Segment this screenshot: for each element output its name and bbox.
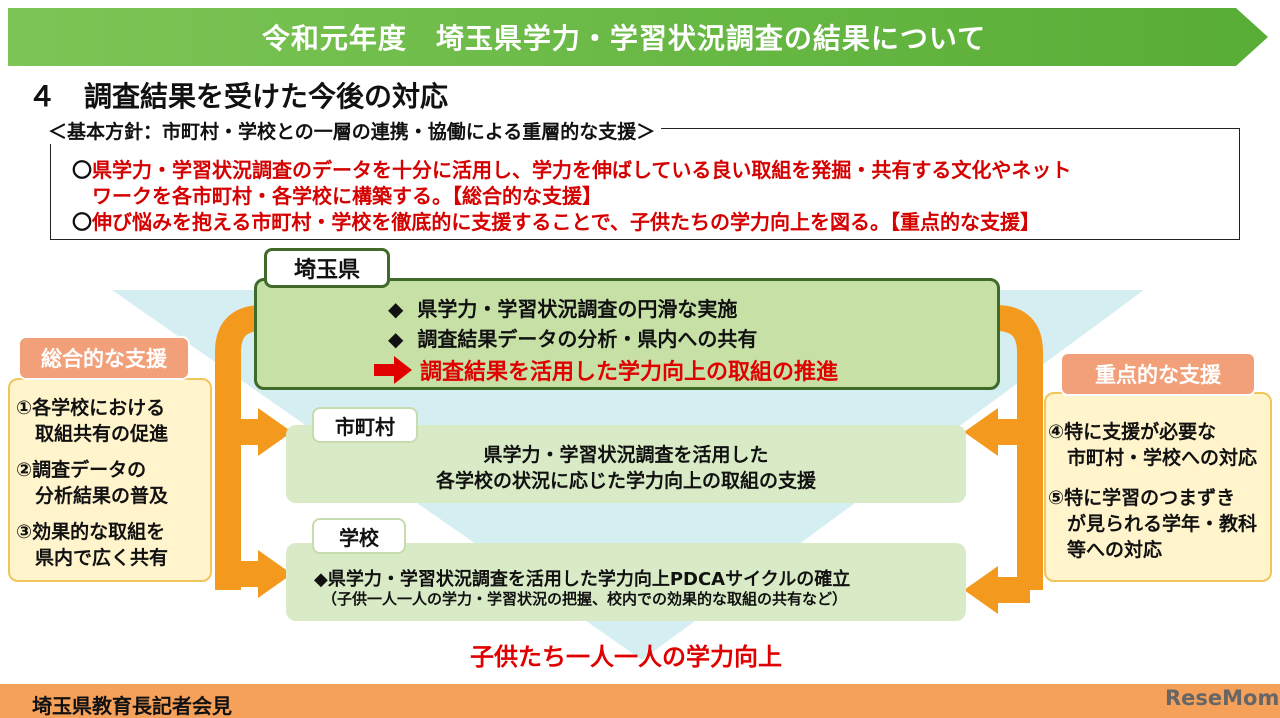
municipality-line-1: 県学力・学習状況調査を活用した [483, 444, 769, 466]
policy-text-2: ワークを各市町村・各学校に構築する。 [92, 184, 452, 208]
right-panel [1044, 392, 1272, 582]
left-item-1: ①各学校における [16, 397, 166, 419]
school-line-2: （子供一人一人の学力・学習状況の把握、校内での効果的な取組の共有など） [322, 590, 848, 608]
municipality-line-2: 各学校の状況に応じた学力向上の取組の支援 [435, 470, 816, 492]
prefecture-item-1-text: 県学力・学習状況調査の円滑な実施 [417, 297, 738, 321]
right-item-5: ⑤特に学習のつまずき [1048, 487, 1236, 509]
left-item-3b: 県内で広く共有 [16, 547, 169, 569]
footer-text: 埼玉県教育長記者会見 [32, 694, 232, 718]
policy-line-3: 〇伸び悩みを抱える市町村・学校を徹底的に支援することで、子供たちの学力向上を図る… [72, 206, 1040, 235]
footer-bar [0, 684, 1280, 718]
policy-heading: ＜基本方針：市町村・学校との一層の連携・協働による重層的な支援＞ [48, 117, 662, 144]
right-arrow-icon [374, 356, 412, 384]
policy-line-2: ワークを各市町村・各学校に構築する。【総合的な支援】 [92, 180, 602, 209]
goal-text: 子供たち一人一人の学力向上 [470, 643, 782, 671]
section-title: ４ 調査結果を受けた今後の対応 [28, 80, 449, 113]
school-box [286, 543, 966, 621]
policy-bullet: 〇 [72, 158, 92, 182]
right-panel-label: 重点的な支援 [1060, 352, 1256, 396]
left-item-3: ③効果的な取組を [16, 521, 166, 543]
policy-bullet: 〇 [72, 210, 92, 234]
left-item-2b: 分析結果の普及 [16, 485, 169, 507]
prefecture-highlight: 調査結果を活用した学力向上の取組の推進 [420, 360, 839, 385]
left-panel [8, 378, 212, 582]
prefecture-item-2-text: 調査結果データの分析・県内への共有 [417, 327, 758, 351]
prefecture-item-2: ◆ 調査結果データの分析・県内への共有 [388, 323, 757, 352]
right-item-5b: が見られる学年・教科 [1048, 513, 1258, 535]
resemom-logo: ReseMom 12 [1165, 686, 1280, 711]
right-arrows [994, 305, 1043, 603]
prefecture-item-1: ◆ 県学力・学習状況調査の円滑な実施 [388, 293, 737, 322]
left-item-1b: 取組共有の促進 [16, 423, 169, 445]
right-item-4b: 市町村・学校への対応 [1048, 447, 1258, 469]
policy-tag-focused: 【重点的な支援】 [890, 210, 1040, 234]
right-item-5c: 等への対応 [1048, 539, 1163, 561]
logo-text: ReseMom [1165, 686, 1280, 710]
left-panel-label: 総合的な支援 [18, 336, 190, 380]
school-line-1: ◆県学力・学習状況調査を活用した学力向上PDCAサイクルの確立 [314, 569, 851, 590]
prefecture-label: 埼玉県 [264, 248, 390, 288]
left-arrowheads [258, 408, 292, 598]
title-banner: 令和元年度 埼玉県学力・学習状況調査の結果について [8, 6, 1270, 68]
municipality-label: 市町村 [312, 407, 418, 443]
banner-arrow-shape [8, 8, 1268, 66]
right-arrowheads [964, 408, 998, 614]
policy-tag-comprehensive: 【総合的な支援】 [452, 184, 602, 208]
policy-text-3: 伸び悩みを抱える市町村・学校を徹底的に支援することで、子供たちの学力向上を図る。 [92, 210, 890, 234]
school-label: 学校 [312, 518, 406, 554]
left-item-2: ②調査データの [16, 459, 147, 481]
policy-text-1: 県学力・学習状況調査のデータを十分に活用し、学力を伸ばしている良い取組を発掘・共… [92, 158, 1072, 182]
right-item-4: ④特に支援が必要な [1048, 421, 1217, 443]
policy-line-1: 〇県学力・学習状況調査のデータを十分に活用し、学力を伸ばしている良い取組を発掘・… [72, 154, 1071, 183]
page-title: 令和元年度 埼玉県学力・学習状況調査の結果について [261, 22, 987, 55]
diamond-icon: ◆ [388, 327, 404, 351]
diamond-icon: ◆ [388, 297, 404, 321]
